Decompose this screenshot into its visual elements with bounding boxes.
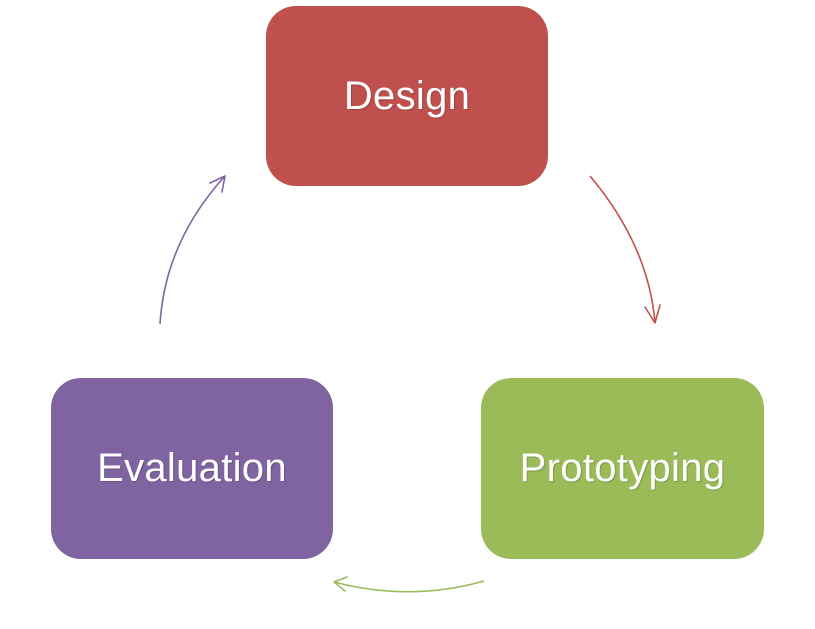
- stage-design-box: Design: [266, 6, 548, 186]
- stage-design-label: Design: [343, 73, 471, 118]
- arrow-design-to-prototyping-head: [644, 304, 661, 324]
- arrow-evaluation-to-design-head: [209, 175, 226, 193]
- stage-prototyping-label: Prototyping: [519, 446, 726, 490]
- arrow-evaluation-to-design: [159, 175, 226, 325]
- arrow-prototyping-to-evaluation-head: [333, 576, 348, 592]
- stage-evaluation-label: Evaluation: [97, 446, 287, 490]
- arrow-prototyping-to-evaluation: [333, 580, 485, 593]
- arrow-design-to-prototyping: [589, 175, 656, 323]
- stage-prototyping-box: Prototyping: [481, 378, 764, 559]
- stage-evaluation-box: Evaluation: [51, 378, 333, 559]
